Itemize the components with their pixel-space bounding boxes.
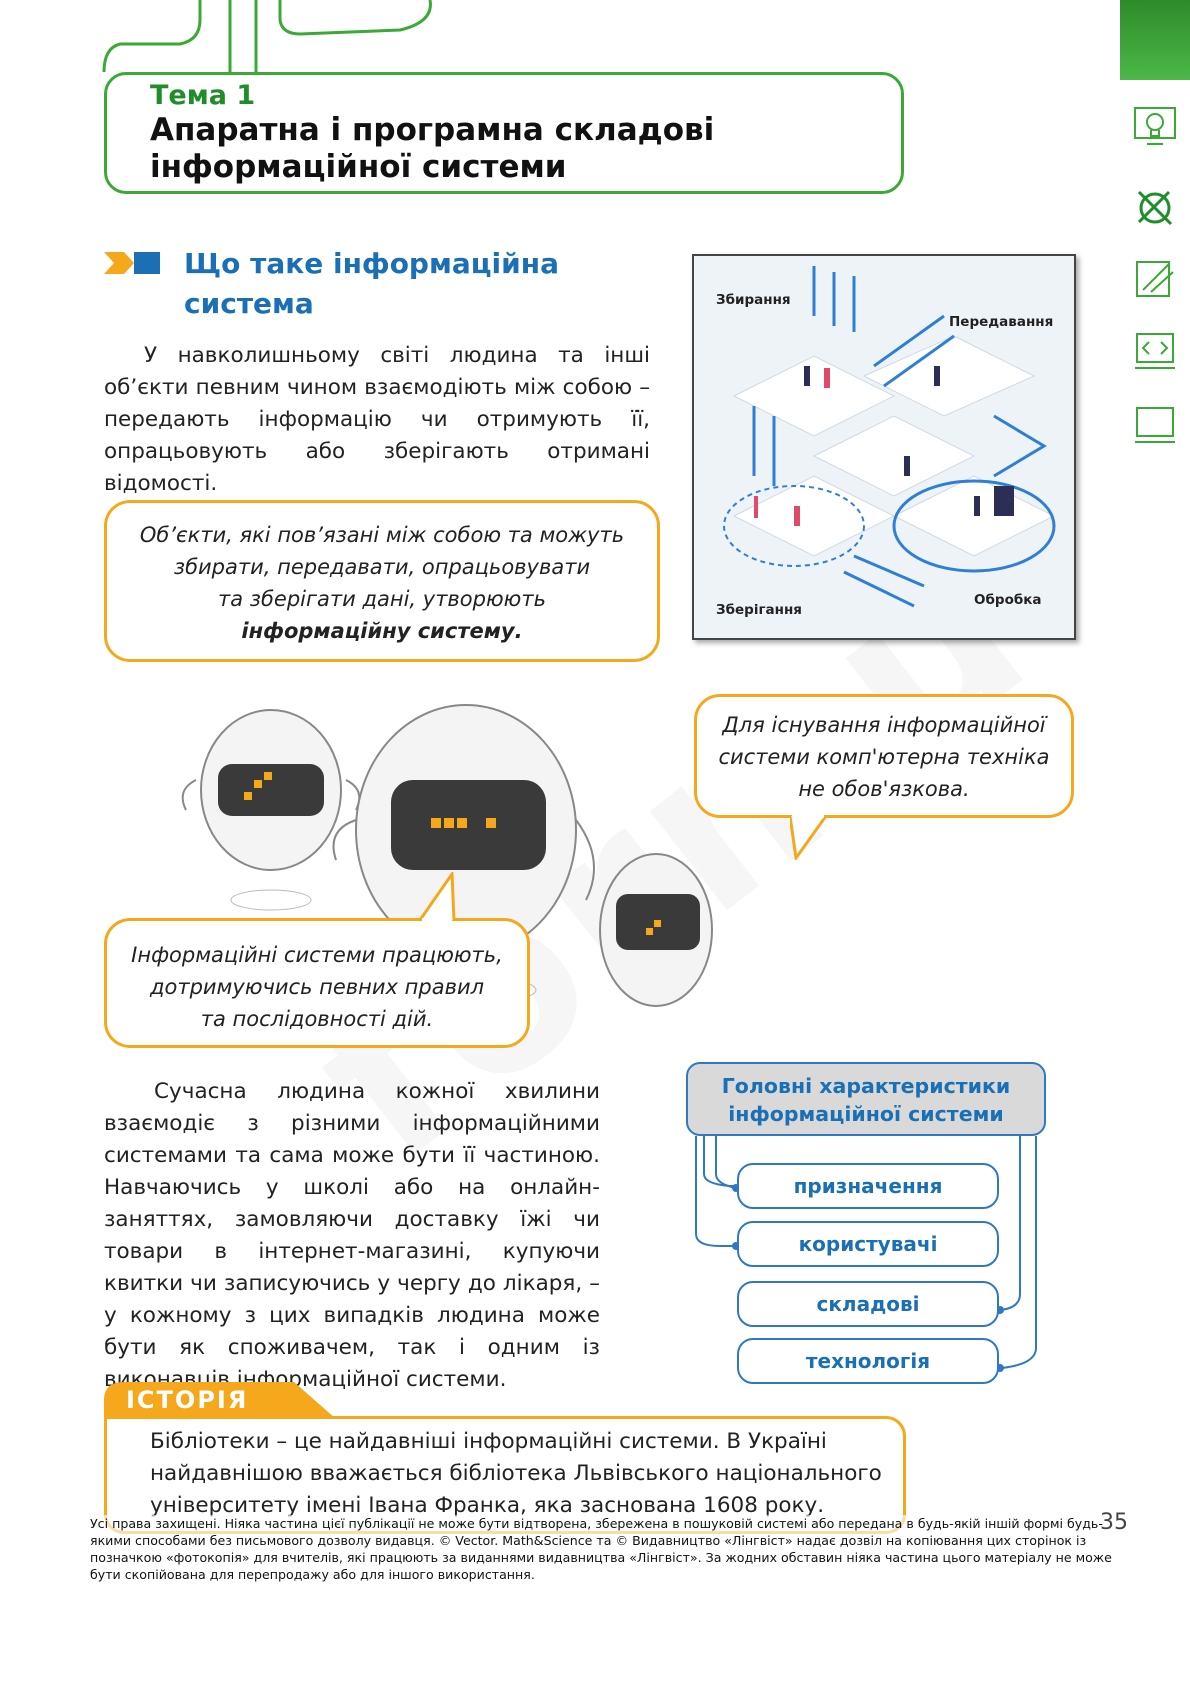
hardware-callout: Для існування інформаційної системи комп… [694, 694, 1074, 818]
rules-callout: Інформаційні системи працюють, дотримуюч… [104, 918, 530, 1048]
second-paragraph: Сучасна людина кожної хвилини взаємодіє … [104, 1076, 600, 1396]
section-title-line1: Що таке інформаційна [184, 247, 559, 280]
page-number: 35 [1100, 1510, 1128, 1535]
lightbulb-icon [1134, 107, 1176, 145]
second-paragraph-text: Сучасна людина кожної хвилини взаємодіє … [104, 1079, 600, 1392]
hardware-callout-tail [790, 814, 828, 860]
characteristic-components: складові [737, 1281, 999, 1327]
section-marker-icon [104, 252, 160, 274]
characteristics-title-line1: Головні характеристики [721, 1074, 1011, 1098]
topic-header-frame [104, 72, 904, 194]
monitor-icon [1135, 407, 1175, 443]
ruler-pencil-outline-icon [1136, 261, 1174, 297]
characteristic-users: користувачі [737, 1221, 999, 1267]
information-system-illustration: Збирання Передавання Зберігання Обробка [692, 254, 1076, 640]
rules-line2: дотримуючись певних правил [149, 975, 485, 999]
topic-title-line1: Апаратна і програмна складові [150, 112, 715, 148]
label-processing: Обробка [974, 592, 1042, 608]
characteristics-title: Головні характеристики інформаційної сис… [686, 1062, 1046, 1136]
robot-right [599, 853, 713, 1007]
definition-line3: та зберігати дані, утворюють [218, 587, 546, 611]
topic-number: Тема 1 [150, 80, 256, 111]
characteristic-purpose: призначення [737, 1163, 999, 1209]
history-label: ІСТОРІЯ [126, 1386, 249, 1414]
illustration-graphic [723, 266, 1056, 608]
intro-paragraph: У навколишньому світі людина та інші об’… [104, 340, 650, 500]
intro-paragraph-text: У навколишньому світі людина та інші об’… [104, 343, 650, 496]
rules-callout-tail [418, 872, 456, 922]
definition-line1: Об’єкти, які пов’язані між собою та можу… [139, 523, 625, 547]
chapter-tab [1120, 0, 1190, 80]
topic-title-line2: інформаційної системи [150, 149, 567, 185]
label-transfer: Передавання [949, 314, 1054, 330]
copyright-notice: Усі права захищені. Ніяка частина цієї п… [90, 1515, 1120, 1583]
definition-emphasis: інформаційну систему. [241, 619, 523, 643]
history-tab [104, 1382, 344, 1426]
robot-left [181, 709, 361, 911]
rules-line1: Інформаційні системи працюють, [131, 943, 503, 967]
header-decoration [102, 0, 432, 73]
code-screen-icon [1135, 333, 1175, 369]
hardware-line1: Для існування інформаційної [722, 713, 1046, 737]
characteristics-connectors [695, 1136, 1037, 1372]
definition-callout: Об’єкти, які пов’язані між собою та можу… [104, 500, 660, 662]
section-title-line2: система [184, 287, 314, 320]
characteristics-title-line2: інформаційної системи [728, 1102, 1004, 1126]
definition-line2: збирати, передавати, опрацьовувати [173, 555, 591, 579]
section-title: Що таке інформаційна система [184, 244, 614, 324]
hardware-line2: системи комп'ютерна техніка [718, 745, 1050, 769]
rules-line3: та послідовності дій. [200, 1007, 434, 1031]
ruler-pencil-icon [1137, 190, 1173, 226]
label-collection: Збирання [716, 292, 791, 308]
history-text: Бібліотеки – це найдавніші інформаційні … [150, 1429, 882, 1518]
characteristic-technology: технологія [737, 1338, 999, 1384]
hardware-line3: не обов'язкова. [798, 777, 970, 801]
topic-title: Апаратна і програмна складові інформацій… [150, 112, 870, 186]
robot-center [332, 704, 595, 1005]
robots-illustration [181, 704, 713, 1007]
label-storage: Зберігання [716, 602, 802, 618]
